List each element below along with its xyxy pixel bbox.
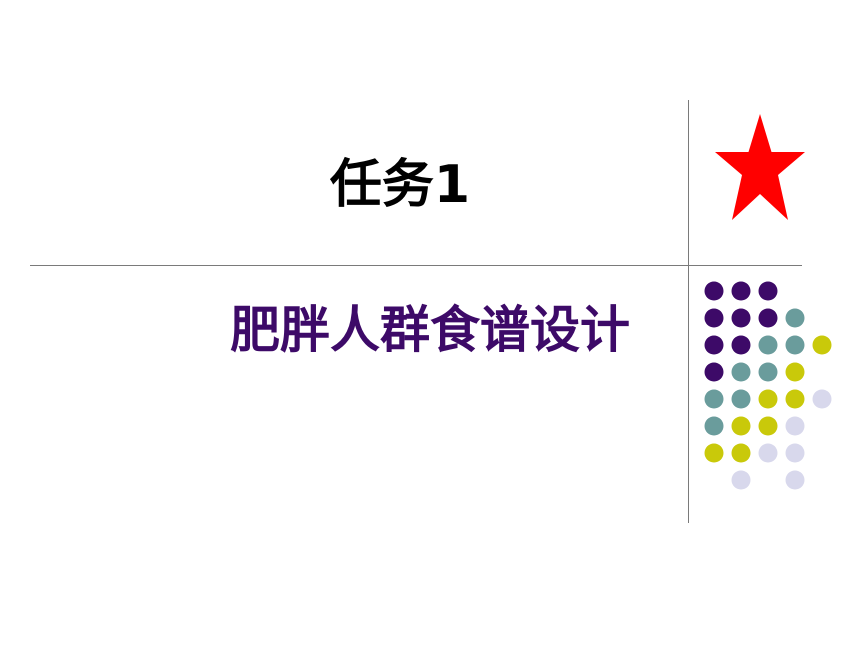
dot-grid-decoration (704, 281, 832, 490)
vertical-divider (688, 100, 689, 523)
dot (704, 281, 724, 301)
dot (758, 281, 778, 301)
dot (731, 443, 751, 463)
dot (758, 416, 778, 436)
dot (785, 470, 805, 490)
dot (785, 362, 805, 382)
horizontal-divider (30, 265, 802, 266)
dot (704, 416, 724, 436)
dot (758, 335, 778, 355)
dot (785, 389, 805, 409)
dot (731, 362, 751, 382)
dot (731, 416, 751, 436)
dot (812, 335, 832, 355)
dot (704, 308, 724, 328)
dot (731, 281, 751, 301)
dot (731, 308, 751, 328)
dot (785, 443, 805, 463)
dot (785, 335, 805, 355)
slide-subtitle: 肥胖人群食谱设计 (230, 301, 630, 359)
dot (758, 389, 778, 409)
dot (785, 308, 805, 328)
dot (704, 389, 724, 409)
dot (704, 362, 724, 382)
star-icon (715, 114, 805, 220)
dot (731, 389, 751, 409)
dot (758, 362, 778, 382)
dot (731, 335, 751, 355)
dot (704, 443, 724, 463)
dot (758, 308, 778, 328)
slide-title: 任务1 (329, 155, 471, 215)
dot (704, 335, 724, 355)
dot (812, 389, 832, 409)
dot (731, 470, 751, 490)
dot (758, 443, 778, 463)
dot (785, 416, 805, 436)
star-shape (715, 114, 805, 220)
